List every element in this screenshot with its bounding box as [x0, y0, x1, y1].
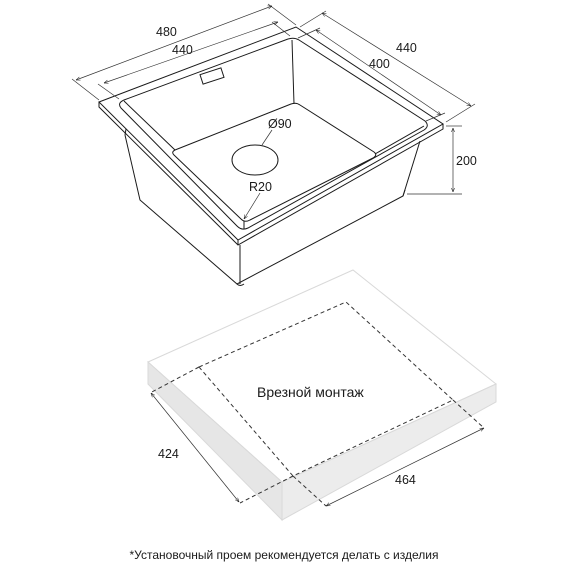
cutout-outline [198, 301, 454, 477]
cutout-depth-label: 424 [158, 447, 179, 461]
dimension-inner-width: 440 [97, 22, 291, 100]
overall-width-label: 480 [156, 25, 177, 39]
cutout-width-label: 464 [395, 473, 416, 487]
inner-width-label: 440 [172, 43, 193, 57]
inner-depth-label: 400 [369, 57, 390, 71]
height-label: 200 [456, 154, 477, 168]
sink-body [98, 26, 444, 286]
dimension-height: 200 [407, 125, 477, 195]
installation-footnote: *Установочный проем рекомендуется делать… [130, 548, 439, 562]
sink-bowl-bottom [172, 102, 377, 222]
drain-diameter-label: Ø90 [268, 117, 292, 131]
overall-depth-label: 440 [396, 41, 417, 55]
dimension-cutout-width: 464 [326, 427, 484, 507]
sink-bowl-top [119, 37, 428, 230]
sink-rim-outer [98, 26, 444, 241]
dimension-inner-depth: 400 [297, 27, 446, 122]
corner-radius-label: R20 [249, 180, 272, 194]
dimension-cutout-depth: 424 [151, 393, 239, 502]
drain-callout: Ø90 [261, 117, 292, 146]
mounting-type-label: Врезной монтаж [257, 384, 364, 400]
drain-hole [231, 144, 279, 176]
radius-callout: R20 [244, 180, 272, 219]
